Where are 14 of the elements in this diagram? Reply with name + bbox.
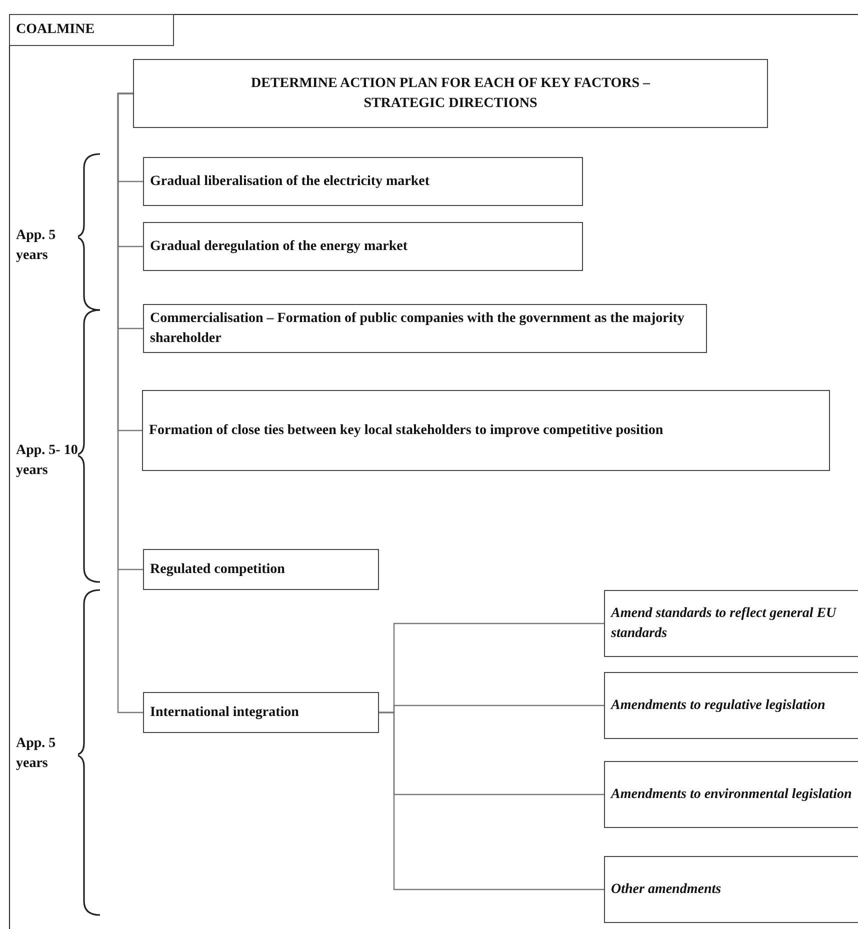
- factor-box: Amendments to environmental legislation: [604, 761, 858, 828]
- connector-line: [379, 712, 604, 890]
- factor-box: Formation of close ties between key local stakeholders to improve competitive position: [142, 390, 830, 471]
- factor-box: Commercialisation – Formation of public companies with the government as the majority shareholder: [143, 304, 707, 353]
- factor-box: Gradual liberalisation of the electricity market: [143, 157, 583, 206]
- factor-box: Other amendments: [604, 856, 858, 923]
- factor-box: Regulated competition: [143, 549, 379, 590]
- factor-box: Amend standards to reflect general EU standards: [604, 590, 858, 657]
- factor-box: International integration: [143, 692, 379, 733]
- factor-box: Amendments to regulative legislation: [604, 672, 858, 739]
- connector-line: [117, 92, 143, 714]
- factor-box: Gradual deregulation of the energy market: [143, 222, 583, 271]
- title-tab: COALMINE: [9, 14, 174, 46]
- factor-box: DETERMINE ACTION PLAN FOR EACH OF KEY FACTORS – STRATEGIC DIRECTIONS: [133, 59, 768, 128]
